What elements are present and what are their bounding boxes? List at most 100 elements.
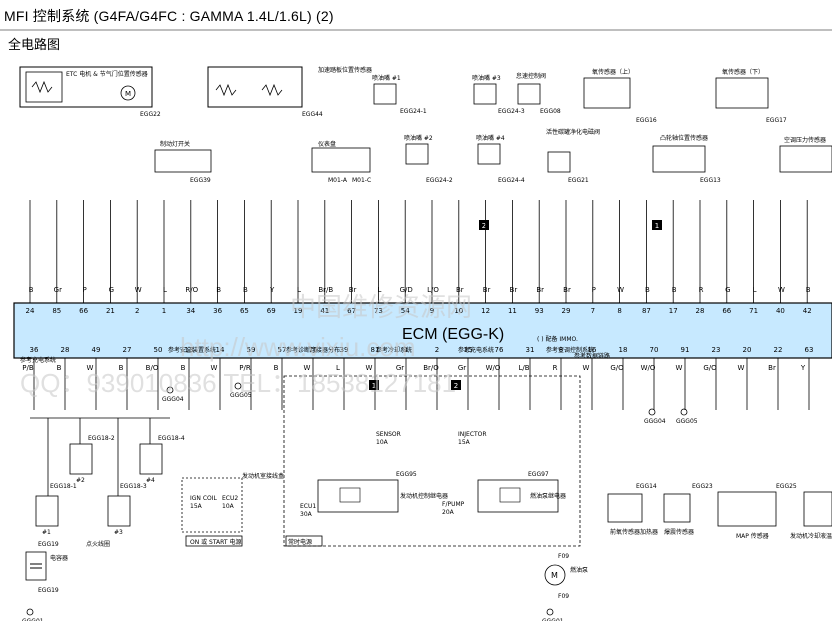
ecm-bottom-pin: 50 — [154, 346, 163, 354]
svg-text:2: 2 — [482, 222, 486, 230]
fuel-pump: M 燃油泵 F09 F09 — [544, 553, 588, 600]
ecm-top-pin: 66 — [79, 307, 88, 315]
ecm-top-pin: 54 — [401, 307, 410, 315]
ref-cooling: 参考冷却系统 — [376, 346, 412, 354]
purge-solenoid: 活性碳罐净化电磁阀 — [546, 128, 600, 173]
ecm-top-pin: 73 — [374, 307, 383, 315]
top-wire-color: L — [377, 286, 381, 294]
ground-icon — [166, 386, 174, 394]
o2-sensor-up: 氧传感器（上） — [583, 68, 634, 109]
top-wire-color: R — [699, 286, 704, 294]
conn-m01a: M01-A — [328, 177, 348, 184]
knock-sensor-label: 爆震传感器 — [664, 528, 694, 536]
fuse-ign-coil-rating: 15A — [190, 503, 203, 510]
cmp-sensor: 凸轮轴位置传感器 — [652, 134, 708, 173]
conn-egg17: EGG17 — [766, 117, 787, 124]
fuse-ecu1-rating: 30A — [300, 511, 313, 518]
capacitor: 电容器 EGG19 EGG19 — [25, 541, 68, 594]
conn-egg08: EGG08 — [540, 108, 561, 115]
ground-points: GGG04GGG05GGG04GGG05GGG01GGG01 — [22, 382, 698, 621]
svg-text:M: M — [551, 571, 558, 580]
bottom-wire-color: G/O — [703, 364, 717, 372]
accel-pedal-sensor: 加速踏板位置传感器 — [207, 66, 372, 108]
ecm-bottom-pin: 49 — [92, 346, 101, 354]
bottom-wire-color: W — [87, 364, 94, 372]
o2-up-label: 氧传感器（上） — [592, 68, 634, 76]
fuse-ecu2-rating: 10A — [222, 503, 235, 510]
svg-text:#4: #4 — [146, 477, 155, 484]
top-wire-color: Y — [269, 286, 275, 294]
top-wire-color: Br — [536, 286, 544, 294]
svg-text:#1: #1 — [42, 529, 51, 536]
top-wire-color: Br — [510, 286, 518, 294]
ground-label: GGG05 — [676, 418, 698, 425]
knock-sensor: 爆震传感器 EGG23 — [663, 483, 713, 536]
marker-1-lower: 1 — [369, 380, 379, 390]
constant-power-box — [285, 535, 323, 547]
ecm-bottom-pin: 39 — [340, 346, 349, 354]
icv-label: 怠速控制阀 — [516, 72, 546, 80]
top-wires — [29, 200, 808, 303]
conn-egg19-a: EGG19 — [38, 541, 59, 548]
bottom-wire-color: P/R — [239, 364, 251, 372]
top-wire-color: G — [725, 286, 730, 294]
marker-1: 1 — [652, 220, 662, 230]
engine-room-jb-label: 发动机室接线盒 — [242, 472, 284, 480]
o2-down-label: 氧传感器（下） — [722, 68, 764, 76]
ecm-top-pin: 69 — [267, 307, 276, 315]
bottom-wire-color: B — [119, 364, 124, 372]
conn-f09-a: F09 — [558, 553, 569, 560]
ref-security: 参考安全装置系统 — [168, 346, 216, 354]
ecr-label: 发动机控制继电器 — [400, 492, 448, 500]
ecm-bottom-pin: 18 — [619, 346, 628, 354]
front-o2-heater-label: 前氧传感器加热器 — [610, 528, 658, 536]
fuel-pump-relay: 燃油泵继电器 EGG97 — [477, 471, 566, 513]
ecm-bottom-pin: 59 — [247, 346, 256, 354]
bottom-wire-color: W/O — [641, 364, 656, 372]
map-sensor: MAP 传感器 EGG25 — [717, 483, 797, 540]
ecm-top-pin: 66 — [722, 307, 731, 315]
conn-egg21: EGG21 — [568, 177, 589, 184]
ref-ac: 参考空调控制系统 — [546, 346, 594, 354]
ecm-top-pin: 40 — [776, 307, 785, 315]
ecm-bottom-pin: 23 — [712, 346, 721, 354]
top-wire-color: Br — [349, 286, 357, 294]
watermark-line-3: QQ：939010836 TEL：18538127181 — [20, 368, 456, 398]
fuel-pump-label: 燃油泵 — [570, 566, 588, 574]
constant-power-label: 常时电源 — [288, 538, 312, 546]
ecm-bottom-pin: 63 — [805, 346, 814, 354]
bottom-wire-color: W — [366, 364, 373, 372]
ecm-top-pin: 42 — [803, 307, 812, 315]
ecm-top-pin: 87 — [642, 307, 651, 315]
ecm-bottom-pin: 22 — [774, 346, 783, 354]
ecm-top-pin: 11 — [508, 307, 517, 315]
ground-icon — [234, 382, 242, 390]
brake-switch: 制动灯开关 — [154, 140, 212, 173]
ecm-bottom-pin: 81 — [371, 346, 380, 354]
ecm-bottom-pin: 14 — [216, 346, 225, 354]
injector-4-label: 喷油嘴 #4 — [476, 134, 505, 142]
conn-egg16: EGG16 — [636, 117, 657, 124]
aps-label: 加速踏板位置传感器 — [318, 66, 372, 74]
bottom-wire-color: B — [181, 364, 186, 372]
ecm-top-pin: 2 — [135, 307, 139, 315]
top-wire-color: Br — [483, 286, 491, 294]
engine-control-relay: 发动机控制继电器 EGG95 — [317, 471, 448, 513]
top-wire-color: Br — [456, 286, 464, 294]
top-wire-color: L — [753, 286, 757, 294]
conn-egg24-4: EGG24-4 — [498, 177, 525, 184]
ecm-top-pin: 24 — [26, 307, 35, 315]
fuse-fpump-name: F/PUMP — [442, 501, 465, 508]
conn-egg24-3: EGG24-3 — [498, 108, 525, 115]
top-wire-color: Br/B — [318, 286, 333, 294]
cmp-label: 凸轮轴位置传感器 — [660, 134, 708, 142]
on-start-fuse-box: IGN COIL 15A ECU2 10A ON 或 START 电源 发动机室… — [181, 472, 284, 547]
watermark-line-1: 中国维修资源网 — [290, 292, 472, 322]
top-wire-color: W — [617, 286, 624, 294]
ecm-bottom-pin: 36 — [30, 346, 39, 354]
ecm-top-pins: 24B85Gr66P21G2W1L34R/O36B65B69Y19L41Br/B… — [26, 286, 812, 315]
conn-egg18-4: EGG18-4 — [158, 435, 185, 442]
ground-label: GGG01 — [22, 618, 44, 621]
